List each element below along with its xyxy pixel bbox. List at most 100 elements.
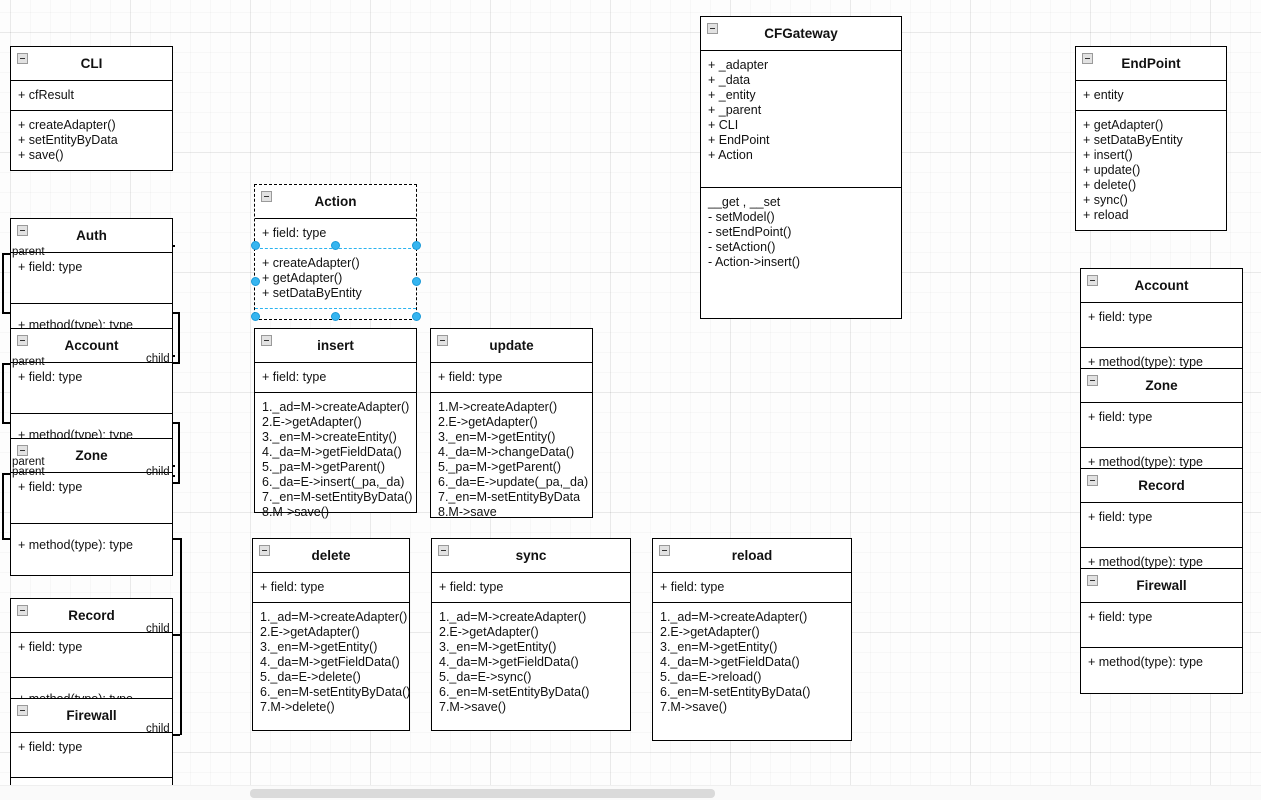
operation-row: 6._en=M-setEntityByData(): [439, 684, 590, 699]
operation-row: - setEndPoint(): [708, 224, 792, 239]
operations-compartment: 1._ad=M->createAdapter() 2.E->getAdapter…: [653, 603, 851, 722]
attribute-row: + field: type: [18, 639, 83, 654]
operation-row: + update(): [1083, 162, 1141, 177]
attributes-compartment: + _adapter + _data + _entity + _parent +…: [701, 51, 901, 188]
class-name-cli: CLI: [80, 56, 103, 71]
operation-row: + method(type): type: [1088, 454, 1203, 469]
attributes-compartment: + field: type: [11, 633, 172, 678]
resize-handle-bottom-right[interactable]: [411, 311, 421, 321]
class-name-account-right: Account: [1134, 278, 1189, 293]
operations-compartment: + createAdapter() + setEntityByData + sa…: [11, 111, 172, 170]
resize-handle-bottom-center[interactable]: [330, 311, 340, 321]
operation-row: 2.E->getAdapter(): [262, 414, 362, 429]
collapse-icon[interactable]: [17, 445, 28, 456]
resize-handle-top-center[interactable]: [330, 240, 340, 250]
attribute-row: + field: type: [1088, 509, 1153, 524]
attribute-row: + field: type: [1088, 609, 1153, 624]
class-name-endpoint: EndPoint: [1121, 56, 1181, 71]
class-box-firewall-left[interactable]: Firewall + field: type + method(type): t…: [10, 698, 173, 800]
operation-row: 6._en=M-setEntityByData(): [260, 684, 409, 699]
collapse-icon[interactable]: [1087, 375, 1098, 386]
operation-row: 2.E->getAdapter(): [260, 624, 360, 639]
class-box-firewall-right[interactable]: Firewall + field: type + method(type): t…: [1080, 568, 1243, 694]
operations-compartment: + createAdapter() + getAdapter() + setDa…: [255, 249, 416, 309]
class-box-cli[interactable]: CLI + cfResult + createAdapter() + setEn…: [10, 46, 173, 171]
attributes-compartment: + field: type: [432, 573, 630, 603]
collapse-icon[interactable]: [17, 705, 28, 716]
operation-row: 3._en=M->getEntity(): [660, 639, 778, 654]
class-box-insert[interactable]: insert + field: type 1._ad=M->createAdap…: [254, 328, 417, 519]
horizontal-scrollbar-thumb[interactable]: [250, 789, 715, 798]
operation-row: 7._en=M-setEntityByData(): [262, 489, 413, 504]
operation-row: + getAdapter(): [262, 270, 343, 285]
attributes-compartment: + field: type: [253, 573, 409, 603]
resize-handle-top-right[interactable]: [411, 240, 421, 250]
class-name-firewall-right: Firewall: [1136, 578, 1187, 593]
class-box-cfgateway[interactable]: CFGateway + _adapter + _data + _entity +…: [700, 16, 902, 319]
operation-row: 5._da=E->reload(): [660, 669, 762, 684]
attributes-compartment: + field: type: [431, 363, 592, 393]
class-name-zone-left: Zone: [75, 448, 108, 463]
attribute-row: + _entity: [708, 87, 756, 102]
resize-handle-bottom-left[interactable]: [250, 311, 260, 321]
horizontal-scrollbar-track[interactable]: [0, 785, 1261, 800]
operation-row: 1._ad=M->createAdapter(): [660, 609, 808, 624]
attributes-compartment: + cfResult: [11, 81, 172, 111]
resize-handle-top-left[interactable]: [250, 240, 260, 250]
operation-row: 6._en=M-setEntityByData(): [660, 684, 811, 699]
attribute-row: + field: type: [260, 579, 325, 594]
operation-row: 7.M->save(): [439, 699, 507, 714]
collapse-icon[interactable]: [1087, 575, 1098, 586]
connector-auth-left-stub: [2, 253, 12, 255]
operations-compartment: + method(type): type: [1081, 648, 1242, 693]
class-box-zone-left[interactable]: Zone + field: type + method(type): type: [10, 438, 173, 576]
operation-row: - Action->insert(): [708, 254, 801, 269]
collapse-icon[interactable]: [1087, 275, 1098, 286]
collapse-icon[interactable]: [1087, 475, 1098, 486]
attribute-row: + cfResult: [18, 87, 74, 102]
collapse-icon[interactable]: [17, 53, 28, 64]
attributes-compartment: + field: type: [1081, 403, 1242, 448]
class-title-update: update: [431, 329, 592, 363]
attributes-compartment: + field: type: [11, 473, 172, 524]
operations-compartment: __get , __set - setModel() - setEndPoint…: [701, 188, 901, 277]
connector-account-right-v: [178, 312, 180, 362]
class-box-sync[interactable]: sync + field: type 1._ad=M->createAdapte…: [431, 538, 631, 731]
class-box-endpoint[interactable]: EndPoint + entity + getAdapter() + setDa…: [1075, 46, 1227, 231]
collapse-icon[interactable]: [1082, 53, 1093, 64]
attribute-row: + CLI: [708, 117, 739, 132]
operations-compartment: + method(type): type: [1081, 348, 1242, 393]
class-title-zone-left: Zone: [11, 439, 172, 473]
class-name-insert: insert: [317, 338, 354, 353]
attribute-row: + _parent: [708, 102, 762, 117]
class-box-delete[interactable]: delete + field: type 1._ad=M->createAdap…: [252, 538, 410, 731]
connector-zone-left-stub-1: [2, 473, 12, 475]
class-box-reload[interactable]: reload + field: type 1._ad=M->createAdap…: [652, 538, 852, 741]
class-box-update[interactable]: update + field: type 1.M->createAdapter(…: [430, 328, 593, 519]
operation-row: 1._ad=M->createAdapter(): [439, 609, 587, 624]
collapse-icon[interactable]: [707, 23, 718, 34]
operations-compartment: + method(type): type: [1081, 548, 1242, 593]
connector-firewall-right-v: [180, 634, 182, 735]
collapse-icon[interactable]: [438, 545, 449, 556]
operation-row: 1._ad=M->createAdapter(): [262, 399, 410, 414]
resize-handle-middle-right[interactable]: [411, 276, 421, 286]
collapse-icon[interactable]: [261, 191, 272, 202]
operation-row: + method(type): type: [18, 537, 133, 552]
collapse-icon[interactable]: [259, 545, 270, 556]
collapse-icon[interactable]: [659, 545, 670, 556]
resize-handle-middle-left[interactable]: [250, 276, 260, 286]
class-box-action[interactable]: Action + field: type + createAdapter() +…: [254, 184, 417, 320]
operation-row: + setEntityByData: [18, 132, 118, 147]
collapse-icon[interactable]: [17, 335, 28, 346]
attributes-compartment: + field: type: [1081, 603, 1242, 648]
collapse-icon[interactable]: [17, 225, 28, 236]
edge-label-zone-parent-1: parent: [12, 456, 45, 468]
collapse-icon[interactable]: [437, 335, 448, 346]
class-name-reload: reload: [731, 548, 773, 563]
collapse-icon[interactable]: [17, 605, 28, 616]
class-name-record-right: Record: [1138, 478, 1185, 493]
collapse-icon[interactable]: [261, 335, 272, 346]
operation-row: + insert(): [1083, 147, 1133, 162]
